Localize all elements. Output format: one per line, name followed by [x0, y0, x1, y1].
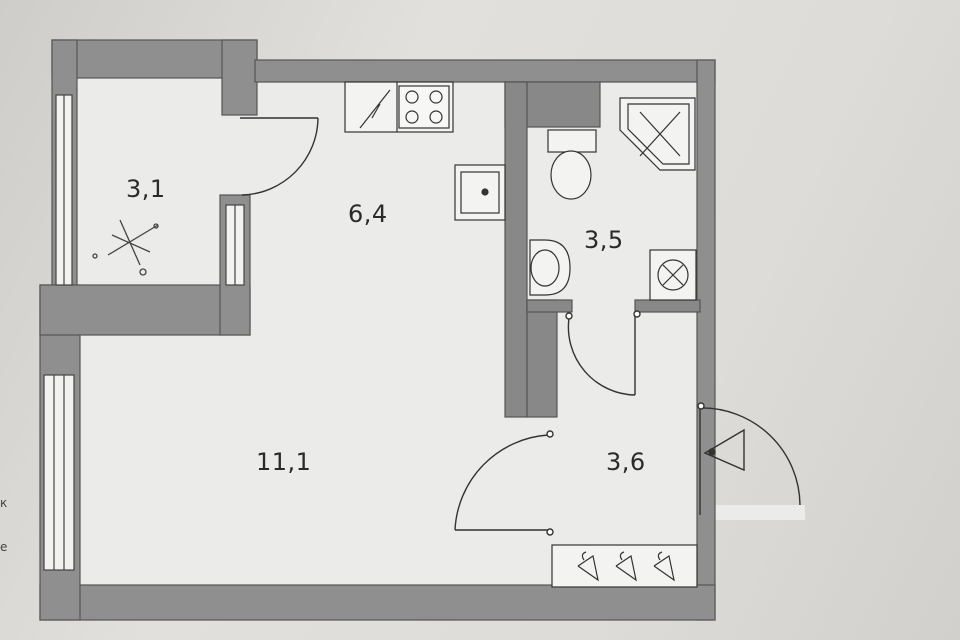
compass-icon	[92, 219, 159, 276]
hanger-icon	[577, 551, 599, 582]
loggia-door	[240, 117, 319, 196]
hanger-icon	[703, 428, 745, 472]
hall-door	[454, 430, 701, 536]
bathroom-door	[565, 310, 641, 396]
room-area-loggia: 3,1	[126, 175, 166, 203]
washbasin-icon	[529, 239, 571, 296]
hanger-icon	[615, 551, 637, 582]
room-area-bathroom: 3,5	[584, 226, 624, 254]
wardrobe	[551, 544, 698, 588]
toilet-icon	[547, 129, 597, 200]
hanger-icon	[653, 551, 675, 582]
margin-text: к	[0, 496, 8, 510]
washing-machine-icon	[649, 249, 697, 301]
bathroom-walls	[504, 81, 701, 418]
shower-icon	[619, 97, 696, 171]
window-living	[43, 374, 75, 571]
floor-area	[75, 75, 805, 600]
room-area-living-room: 11,1	[256, 448, 312, 476]
room-area-kitchen: 6,4	[348, 200, 388, 228]
windows	[43, 94, 245, 571]
stove-icon	[398, 85, 450, 129]
entrance-door	[697, 402, 801, 506]
room-area-hallway: 3,6	[606, 448, 646, 476]
sink-icon	[454, 164, 506, 221]
kitchen-counter	[344, 81, 506, 221]
margin-text: е	[0, 540, 8, 554]
